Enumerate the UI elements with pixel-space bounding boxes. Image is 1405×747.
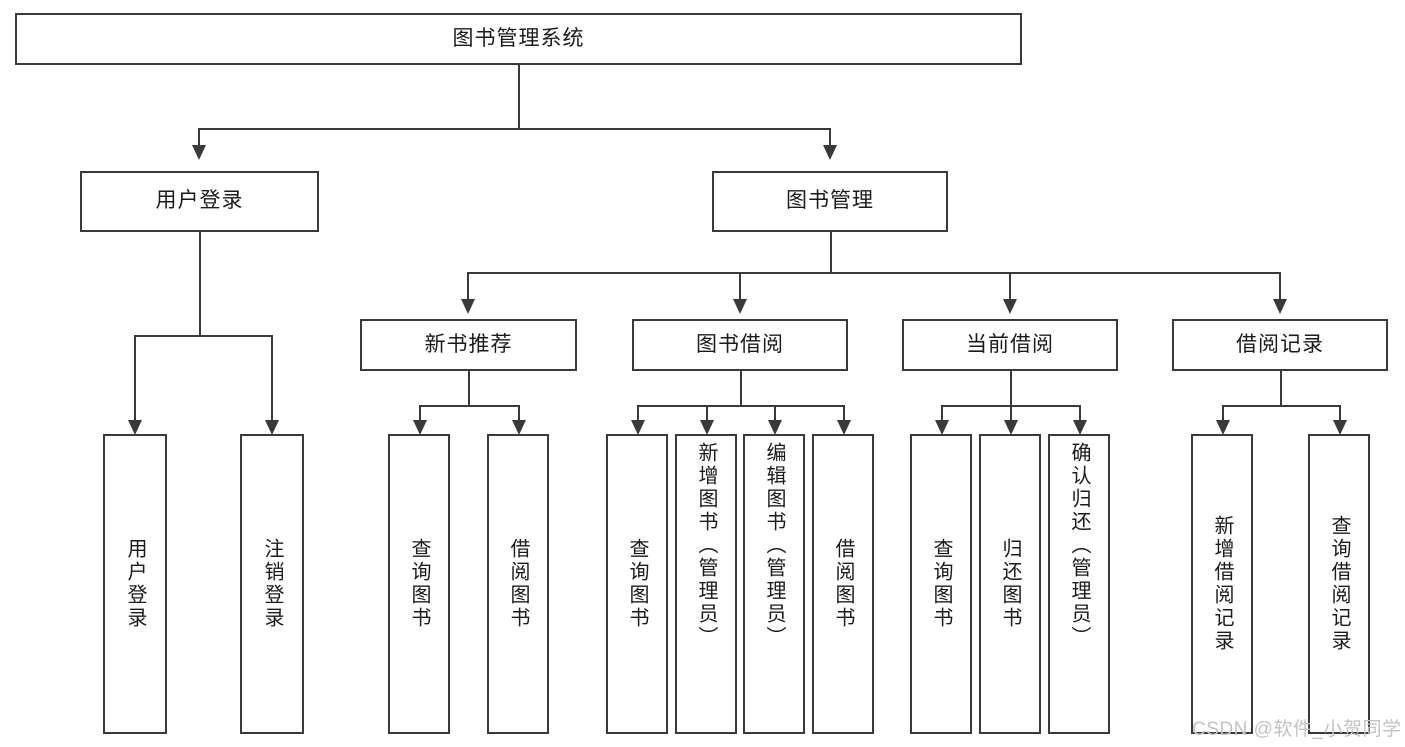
connector-book-manage-to-current [1009, 272, 1011, 299]
leaf-query-book-recommend[interactable]: 查询图书 [388, 434, 450, 734]
arrow-current-borrow-to-leaf-2 [1004, 420, 1018, 435]
connector-book-manage-to-borrow [739, 272, 741, 299]
arrow-book-borrow-to-leaf-1 [631, 420, 645, 435]
node-label: 图书借阅 [696, 332, 784, 356]
leaf-label: 新增借阅记录 [1211, 515, 1233, 653]
leaf-borrow-book[interactable]: 借阅图书 [812, 434, 874, 734]
connector-user-login-stem [199, 232, 201, 335]
connector-root-bar [198, 128, 830, 130]
leaf-query-book-borrow[interactable]: 查询图书 [606, 434, 668, 734]
node-new-book-recommend[interactable]: 新书推荐 [360, 319, 577, 371]
leaf-label: 查询图书 [930, 538, 952, 630]
leaf-user-login[interactable]: 用户登录 [103, 434, 167, 734]
node-book-manage[interactable]: 图书管理 [712, 171, 948, 232]
connector-current-borrow-to-leaf-3 [1079, 405, 1081, 420]
connector-book-manage-stem [830, 232, 832, 272]
leaf-label: 查询借阅记录 [1328, 515, 1350, 653]
arrow-book-borrow-to-leaf-3 [768, 420, 782, 435]
connector-book-borrow-bar [637, 405, 844, 407]
leaf-label: 借阅图书 [507, 538, 529, 630]
leaf-add-book-admin[interactable]: 新增图书（管理员） [675, 434, 737, 734]
node-label: 图书管理 [786, 189, 874, 213]
arrow-user-login-to-leaf-1 [128, 420, 142, 435]
node-label: 图书管理系统 [452, 26, 585, 50]
leaf-return-book[interactable]: 归还图书 [979, 434, 1041, 734]
leaf-add-borrow-record[interactable]: 新增借阅记录 [1191, 434, 1253, 734]
connector-borrow-record-stem [1280, 371, 1282, 405]
connector-book-borrow-to-leaf-1 [637, 405, 639, 420]
connector-current-borrow-to-leaf-1 [941, 405, 943, 420]
arrow-root-to-book-manage [823, 145, 837, 160]
arrow-borrow-record-to-leaf-2 [1333, 420, 1347, 435]
leaf-label: 借阅图书 [832, 538, 854, 630]
leaf-label: 查询图书 [408, 538, 430, 630]
connector-new-book-bar [419, 405, 518, 407]
leaf-label: 确认归还（管理员） [1068, 442, 1090, 649]
leaf-edit-book-admin[interactable]: 编辑图书（管理员） [743, 434, 805, 734]
node-current-borrow[interactable]: 当前借阅 [902, 319, 1118, 371]
leaf-query-borrow-record[interactable]: 查询借阅记录 [1308, 434, 1370, 734]
node-borrow-record[interactable]: 借阅记录 [1172, 319, 1388, 371]
arrow-current-borrow-to-leaf-3 [1073, 420, 1087, 435]
connector-root-to-user-login [198, 128, 200, 145]
arrow-book-manage-to-current [1003, 299, 1017, 314]
arrow-borrow-record-to-leaf-1 [1216, 420, 1230, 435]
leaf-label: 新增图书（管理员） [695, 442, 717, 649]
csdn-watermark: CSDN @软件_小贺同学 [1192, 719, 1402, 740]
leaf-label: 注销登录 [261, 538, 283, 630]
leaf-label: 归还图书 [999, 538, 1021, 630]
connector-current-borrow-to-leaf-2 [1010, 405, 1012, 420]
leaf-label: 查询图书 [626, 538, 648, 630]
arrow-book-manage-to-record [1273, 299, 1287, 314]
connector-borrow-record-bar [1222, 405, 1339, 407]
connector-book-manage-to-new-book [467, 272, 469, 299]
arrow-user-login-to-leaf-2 [265, 420, 279, 435]
connector-new-book-to-leaf-2 [518, 405, 520, 420]
arrow-book-borrow-to-leaf-4 [837, 420, 851, 435]
arrow-book-manage-to-new-book [461, 299, 475, 314]
connector-user-login-bar [134, 335, 271, 337]
node-label: 借阅记录 [1236, 332, 1324, 356]
arrow-root-to-user-login [192, 145, 206, 160]
node-book-borrow[interactable]: 图书借阅 [632, 319, 848, 371]
leaf-label: 编辑图书（管理员） [763, 442, 785, 649]
connector-book-borrow-to-leaf-3 [774, 405, 776, 420]
connector-book-manage-to-record [1279, 272, 1281, 299]
arrow-book-manage-to-borrow [733, 299, 747, 314]
connector-user-login-to-leaf-1 [134, 335, 136, 420]
connector-book-borrow-to-leaf-4 [843, 405, 845, 420]
connector-root-stem [518, 65, 520, 128]
connector-user-login-to-leaf-2 [271, 335, 273, 420]
arrow-book-borrow-to-leaf-2 [700, 420, 714, 435]
connector-root-to-book-manage [829, 128, 831, 145]
arrow-new-book-to-leaf-1 [413, 420, 427, 435]
connector-borrow-record-to-leaf-1 [1222, 405, 1224, 420]
connector-book-borrow-to-leaf-2 [706, 405, 708, 420]
node-user-login[interactable]: 用户登录 [80, 171, 319, 232]
leaf-logout[interactable]: 注销登录 [240, 434, 304, 734]
node-root-system[interactable]: 图书管理系统 [15, 13, 1022, 65]
connector-new-book-stem [468, 371, 470, 405]
leaf-confirm-return-admin[interactable]: 确认归还（管理员） [1048, 434, 1110, 734]
node-label: 新书推荐 [424, 332, 513, 356]
node-label: 用户登录 [155, 189, 244, 213]
leaf-borrow-book-recommend[interactable]: 借阅图书 [487, 434, 549, 734]
arrow-new-book-to-leaf-2 [512, 420, 526, 435]
leaf-label: 用户登录 [124, 538, 146, 630]
leaf-query-book-current[interactable]: 查询图书 [910, 434, 972, 734]
arrow-current-borrow-to-leaf-1 [935, 420, 949, 435]
connector-borrow-record-to-leaf-2 [1339, 405, 1341, 420]
connector-book-borrow-stem [740, 371, 742, 405]
connector-current-borrow-stem [1010, 371, 1012, 405]
node-label: 当前借阅 [966, 332, 1054, 356]
connector-new-book-to-leaf-1 [419, 405, 421, 420]
connector-book-manage-bar [467, 272, 1281, 274]
